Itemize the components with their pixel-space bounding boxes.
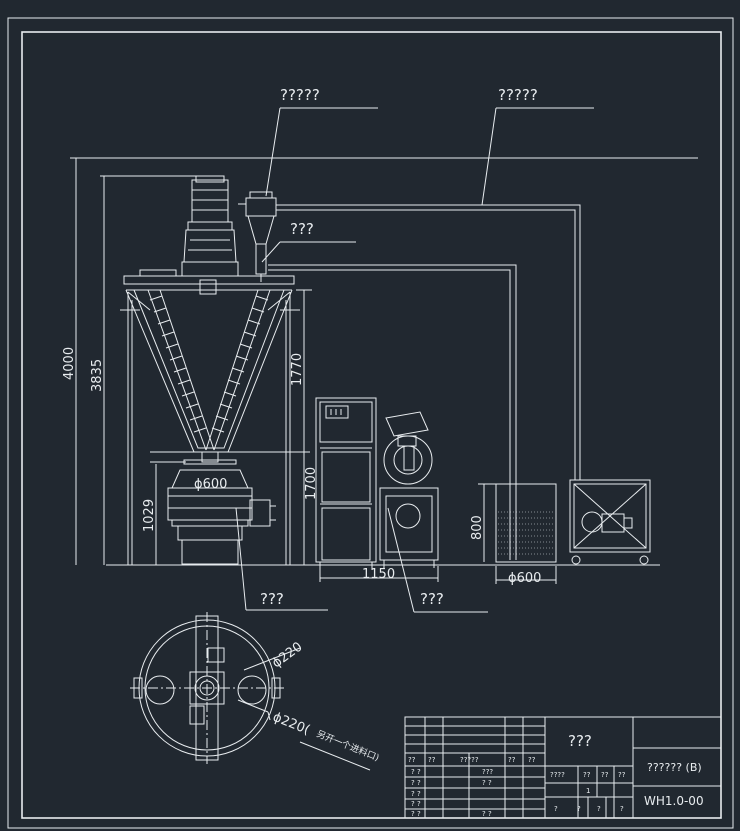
tb-header-cell: ?? (528, 756, 536, 764)
tb-header-cell: ?? (508, 756, 516, 764)
tb-row-cell: ? ? (482, 779, 492, 787)
tb-mid-cell: ?? (601, 771, 609, 779)
tb-mid-cell: ?? (618, 771, 626, 779)
conveying-pipes (268, 204, 581, 560)
inner-border (21, 31, 722, 819)
tb-row-cell: ? ? (411, 768, 421, 776)
tb-row-cell: ? ? (411, 779, 421, 787)
tb-row-cell: ? ? (411, 810, 421, 818)
dim-bin-height: 800 (470, 515, 485, 540)
title-block-drawing-no: WH1.0-00 (644, 794, 704, 808)
dim-overall-height: 4000 (62, 347, 77, 380)
tb-row-cell: ? ? (411, 800, 421, 808)
dim-port-dia-1: ϕ220 (270, 639, 306, 671)
tb-mid-cell: ???? (550, 771, 565, 779)
tb-row-cell: ? ? (411, 790, 421, 798)
cone-mixer (120, 175, 300, 565)
plan-view (130, 612, 371, 771)
tb-header-cell: ?? (428, 756, 436, 764)
tb-row-cell: ??? (482, 768, 493, 776)
dim-cone-height: 1770 (290, 353, 305, 386)
collection-bin (495, 483, 557, 584)
tb-bottom-cell: ? (597, 805, 601, 813)
title-block-drawing-name: ?????? (B) (647, 761, 702, 774)
tb-bottom-cell: ? (554, 805, 558, 813)
grinder-mill (379, 411, 439, 568)
dim-screen-height: 1029 (142, 499, 157, 532)
vacuum-feeder (238, 191, 277, 282)
dim-cabinet-height: 1700 (304, 467, 319, 500)
tb-header-cell: ????? (460, 756, 479, 764)
tb-row-cell: ? ? (482, 810, 492, 818)
dim-screen-dia: ϕ600 (194, 477, 227, 492)
title-block-grid (404, 716, 722, 819)
tb-mid-cell: ?? (583, 771, 591, 779)
tb-mid-value: 1 (586, 787, 590, 795)
outer-border (7, 17, 734, 829)
tb-header-cell: ?? (408, 756, 416, 764)
callout-mill: ??? (420, 590, 444, 608)
dim-port-note: 另开一个进料口) (315, 728, 381, 764)
callout-top-left: ????? (280, 86, 320, 104)
vacuum-blower (569, 479, 651, 565)
dim-port-dia-2: ϕ220( (271, 710, 312, 738)
dim-cabinet-width: 1150 (362, 567, 395, 582)
dim-mixer-height: 3835 (90, 359, 105, 392)
tb-bottom-cell: ? (620, 805, 624, 813)
callout-top-right: ????? (498, 86, 538, 104)
title-block-title: ??? (568, 732, 592, 750)
tb-bottom-cell: ? (577, 805, 581, 813)
dim-bin-width: ϕ600 (508, 571, 541, 586)
callout-feeder: ??? (290, 220, 314, 238)
callout-screen: ??? (260, 590, 284, 608)
vibrating-screen (167, 469, 276, 565)
control-cabinet (315, 397, 377, 570)
